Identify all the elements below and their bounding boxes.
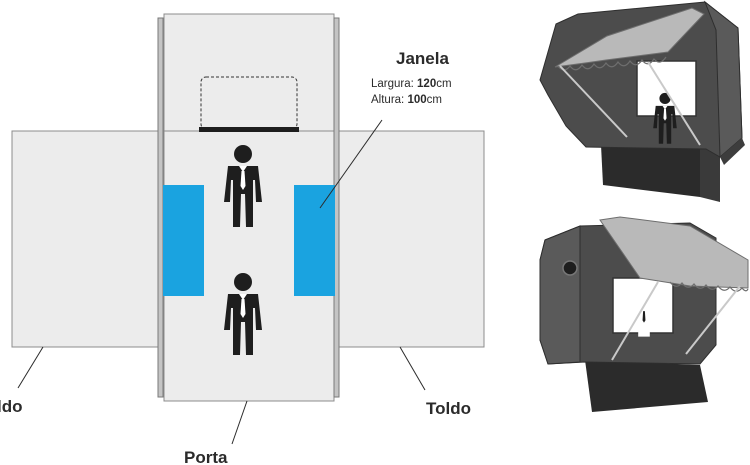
counter-bar xyxy=(199,127,299,132)
booth-porthole xyxy=(562,260,578,276)
largura-text: Largura: 120cm xyxy=(371,78,452,90)
porta-label: Porta xyxy=(184,448,228,465)
leader-toldo-left xyxy=(17,346,44,389)
toldo-label-right: Toldo xyxy=(426,399,471,418)
janela-label: Janela xyxy=(396,49,449,68)
leader-toldo-right xyxy=(399,346,426,391)
booth-render-bottom xyxy=(539,216,749,412)
side-window-left xyxy=(163,185,204,296)
leader-janela xyxy=(319,119,383,209)
roof-panel xyxy=(163,13,335,132)
toldo-label-left: ldo xyxy=(0,397,23,416)
booth-render-top xyxy=(539,0,745,202)
awning-panel-right xyxy=(338,130,485,348)
booth-awning xyxy=(554,7,705,68)
leader-porta xyxy=(231,400,248,445)
rail-left xyxy=(157,17,164,398)
plan-view: Janela Largura: 120cm Altura: 100cm ldo … xyxy=(0,13,485,465)
altura-text: Altura: 100cm xyxy=(371,94,442,106)
booth-awning xyxy=(599,216,749,289)
awning-panel-left xyxy=(11,130,161,348)
side-window-right xyxy=(294,185,335,296)
